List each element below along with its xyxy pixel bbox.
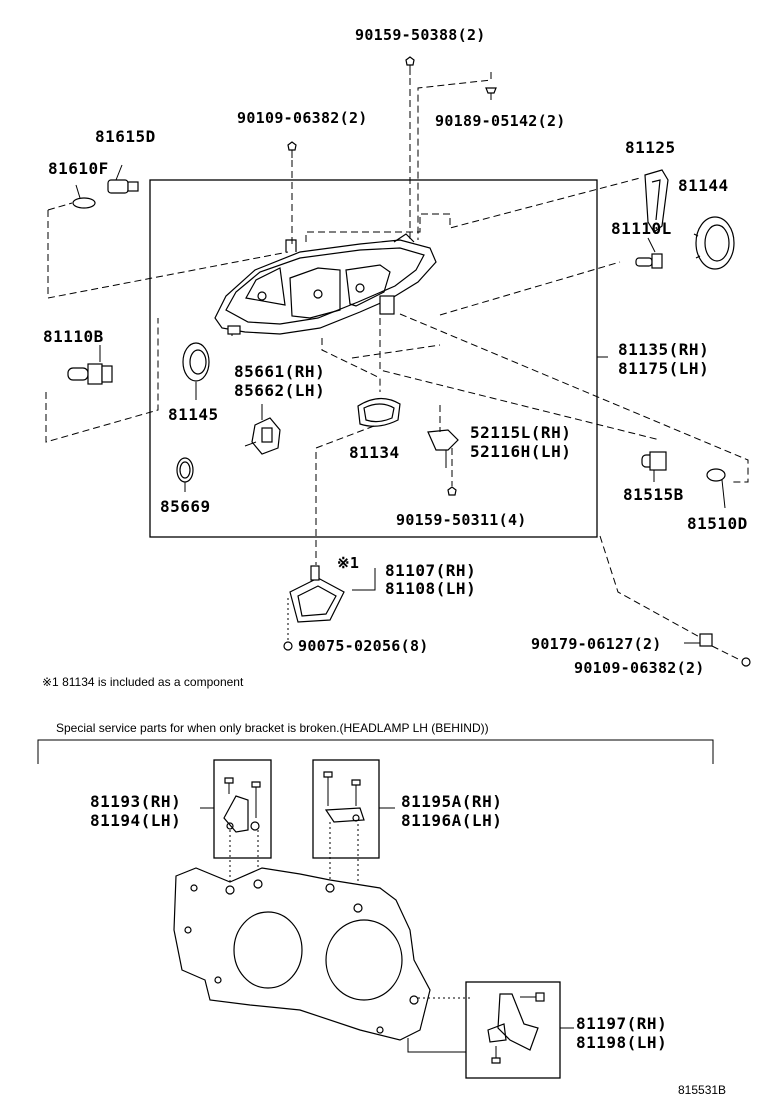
label-81125: 81125	[625, 138, 676, 157]
label-81610F: 81610F	[48, 159, 109, 178]
actuator-52115L[interactable]	[427, 429, 459, 468]
bracket-box-81193	[213, 759, 272, 859]
screw-90159-50311[interactable]	[447, 486, 457, 496]
bulb-81615D[interactable]	[107, 164, 139, 194]
section-title: Special service parts for when only brac…	[56, 721, 489, 735]
label-81615D: 81615D	[95, 127, 156, 146]
label-81193: 81193(RH)	[90, 792, 181, 811]
label-81194: 81194(LH)	[90, 811, 181, 830]
bracket-81193[interactable]	[223, 777, 261, 833]
label-81145: 81145	[168, 405, 219, 424]
label-81110B: 81110B	[43, 327, 104, 346]
label-90159-50388: 90159-50388(2)	[355, 26, 486, 44]
label-90075-02056: 90075-02056(8)	[298, 637, 429, 655]
bulb-81610F[interactable]	[72, 184, 96, 209]
label-81196A: 81196A(LH)	[401, 811, 502, 830]
label-85662: 85662(LH)	[234, 381, 325, 400]
label-81108: 81108(LH)	[385, 579, 476, 598]
screw-90075-02056[interactable]	[283, 641, 293, 651]
bracket-81195A[interactable]	[323, 771, 365, 823]
label-81197: 81197(RH)	[576, 1014, 667, 1033]
bulb-81110B[interactable]	[67, 345, 113, 385]
screw-90109-06382-bot[interactable]	[741, 657, 751, 667]
label-52115L: 52115L(RH)	[470, 423, 571, 442]
bracket-box-81195A	[312, 759, 380, 859]
label-81107: 81107(RH)	[385, 561, 476, 580]
label-90109-06382-bot: 90109-06382(2)	[574, 659, 705, 677]
cover-81144[interactable]	[693, 216, 735, 270]
label-81510D: 81510D	[687, 514, 748, 533]
nut-90179-06127[interactable]	[699, 633, 713, 647]
label-81134: 81134	[349, 443, 400, 462]
label-81135: 81135(RH)	[618, 340, 709, 359]
gasket-81134[interactable]	[357, 397, 401, 427]
ballast-81107[interactable]	[287, 565, 345, 640]
label-90179-06127: 90179-06127(2)	[531, 635, 662, 653]
diagram-id: 815531B	[678, 1083, 726, 1097]
bulb-81110L[interactable]	[635, 237, 663, 269]
screw-90109-06382-top[interactable]	[287, 141, 297, 158]
cover-81145[interactable]	[182, 342, 210, 382]
bracket-81197[interactable]	[487, 992, 545, 1064]
label-90189-05142: 90189-05142(2)	[435, 112, 566, 130]
section-bracket	[37, 739, 714, 764]
label-81110L: 81110L	[611, 219, 672, 238]
label-85661: 85661(RH)	[234, 362, 325, 381]
bracket-81125[interactable]	[644, 169, 669, 233]
clip-90189-05142[interactable]	[485, 87, 497, 100]
bracket-box-81197	[465, 981, 561, 1079]
label-81195A: 81195A(RH)	[401, 792, 502, 811]
label-90159-50311: 90159-50311(4)	[396, 511, 527, 529]
bulb-81510D[interactable]	[706, 468, 726, 509]
label-note-mark: ※1	[337, 554, 359, 572]
headlamp-assembly-frame	[149, 179, 598, 538]
label-85669: 85669	[160, 497, 211, 516]
gasket-85669[interactable]	[176, 457, 194, 483]
screw-90159-50388[interactable]	[405, 56, 415, 75]
headlamp-housing-back[interactable]	[173, 867, 431, 1041]
label-81144: 81144	[678, 176, 729, 195]
label-52116H: 52116H(LH)	[470, 442, 571, 461]
motor-85661[interactable]	[244, 404, 281, 455]
label-81515B: 81515B	[623, 485, 684, 504]
footnote: ※1 81134 is included as a component	[42, 675, 244, 689]
label-81175: 81175(LH)	[618, 359, 709, 378]
label-81198: 81198(LH)	[576, 1033, 667, 1052]
socket-81515B[interactable]	[641, 451, 667, 482]
headlamp-unit[interactable]	[214, 233, 437, 336]
label-90109-06382-top: 90109-06382(2)	[237, 109, 368, 127]
